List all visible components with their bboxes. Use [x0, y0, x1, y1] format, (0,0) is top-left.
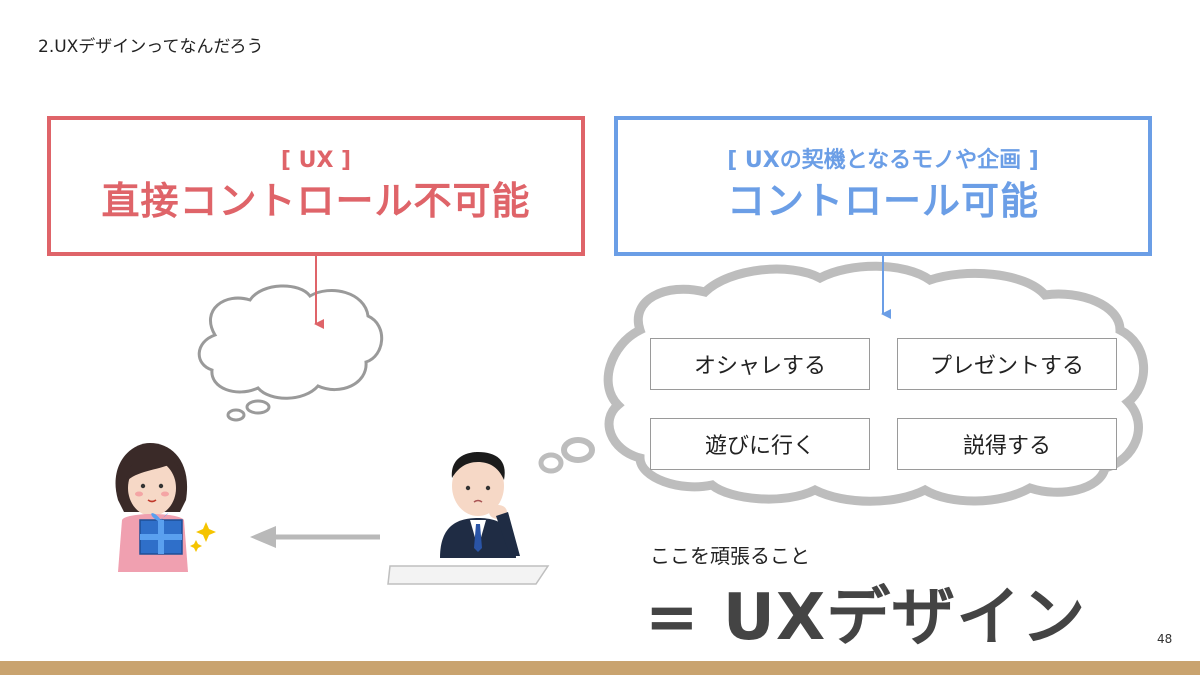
conclusion-caption: ここを頑張ること: [650, 544, 810, 568]
uncontrollable-ux-box: [ UX ] 直接コントロール不可能: [47, 116, 585, 256]
option-go-out: 遊びに行く: [650, 418, 870, 470]
thinking-man-at-desk-icon: [387, 452, 550, 585]
grey-left-arrow: [250, 526, 380, 548]
uncontrollable-box-title: 直接コントロール不可能: [101, 179, 531, 223]
uncontrollable-box-subtitle: [ UX ]: [280, 148, 352, 173]
section-title: 2.UXデザインってなんだろう: [38, 37, 264, 57]
controllable-box: [ UXの契機となるモノや企画 ] コントロール可能: [614, 116, 1152, 256]
controllable-box-title: コントロール可能: [726, 179, 1039, 223]
page-number: 48: [1157, 632, 1173, 646]
woman-with-gift-icon: [115, 443, 216, 572]
left-thought-bubble: [197, 284, 384, 422]
option-dress-up: オシャレする: [650, 338, 870, 390]
option-persuade: 説得する: [897, 418, 1117, 470]
conclusion-headline: = UXデザイン: [645, 581, 1087, 655]
controllable-box-subtitle: [ UXの契機となるモノや企画 ]: [727, 148, 1039, 173]
option-give-present: プレゼントする: [897, 338, 1117, 390]
bottom-bar: [0, 661, 1200, 675]
